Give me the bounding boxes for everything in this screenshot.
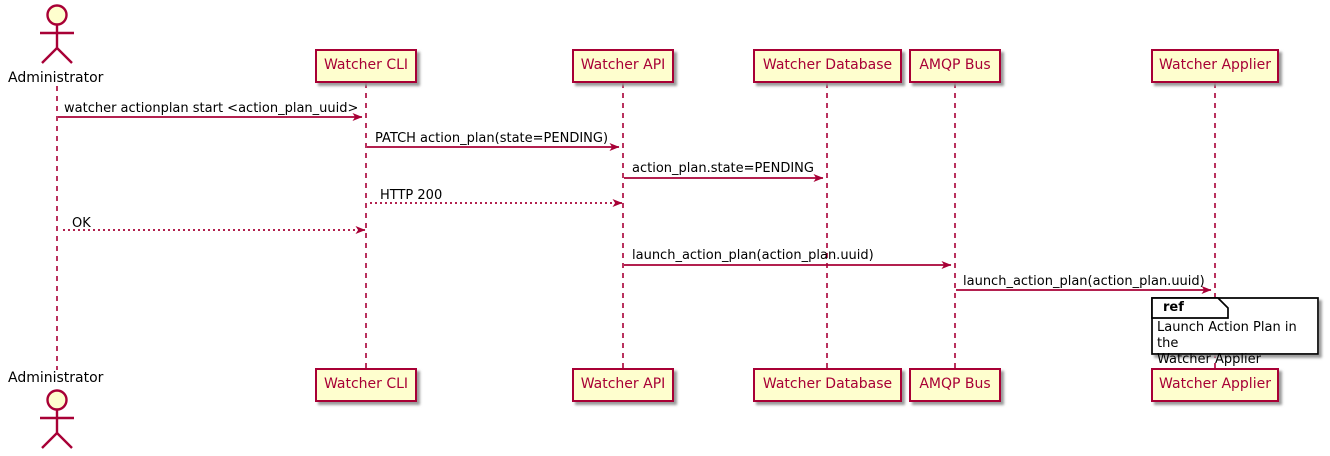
participant-label-watcher-api-top: Watcher API	[580, 57, 666, 73]
participant-box-watcher-cli-bottom[interactable]	[315, 368, 417, 402]
ref-keyword-label: ref	[1163, 300, 1184, 315]
actor-leg-right	[56, 432, 73, 449]
actor-leg-left	[41, 47, 58, 64]
participant-label-watcher-cli-bottom: Watcher CLI	[323, 376, 409, 392]
message-label-5: OK	[72, 216, 91, 231]
participant-box-watcher-cli-top[interactable]	[315, 49, 417, 83]
message-arrows	[58, 113, 1212, 294]
ref-fragment[interactable]	[1151, 297, 1319, 355]
message-label-1: watcher actionplan start <action_plan_uu…	[64, 101, 359, 116]
message-label-6: launch_action_plan(action_plan.uuid)	[632, 248, 874, 263]
participant-label-watcher-database-bottom: Watcher Database	[762, 376, 893, 392]
lifelines	[56, 83, 1216, 370]
participant-box-watcher-api-top[interactable]	[572, 49, 674, 83]
actor-administrator-bottom[interactable]	[40, 389, 74, 449]
participant-label-amqp-bus-top: AMQP Bus	[919, 57, 991, 73]
actor-label-administrator-bottom: Administrator	[8, 370, 104, 386]
actor-administrator-top[interactable]	[40, 4, 74, 64]
actor-leg-right	[56, 47, 73, 64]
participant-label-watcher-cli-top: Watcher CLI	[323, 57, 409, 73]
message-label-4: HTTP 200	[380, 188, 443, 203]
ref-keyword-tab	[1151, 297, 1229, 319]
participant-label-watcher-applier-bottom: Watcher Applier	[1159, 376, 1271, 392]
participant-box-amqp-bus-top[interactable]	[909, 49, 1001, 83]
message-label-7: launch_action_plan(action_plan.uuid)	[963, 274, 1205, 289]
ref-body-text: Launch Action Plan in the Watcher Applie…	[1157, 320, 1297, 367]
participant-label-watcher-api-bottom: Watcher API	[580, 376, 666, 392]
participant-box-amqp-bus-bottom[interactable]	[909, 368, 1001, 402]
message-label-2: PATCH action_plan(state=PENDING)	[375, 131, 609, 146]
participant-box-watcher-database-bottom[interactable]	[753, 368, 902, 402]
message-label-3: action_plan.state=PENDING	[632, 161, 814, 176]
participant-label-watcher-database-top: Watcher Database	[762, 57, 893, 73]
participant-box-watcher-api-bottom[interactable]	[572, 368, 674, 402]
actor-head-icon	[46, 389, 68, 411]
actor-label-administrator-top: Administrator	[8, 70, 104, 86]
actor-head-icon	[46, 4, 68, 26]
participant-box-watcher-database-top[interactable]	[753, 49, 902, 83]
participant-label-amqp-bus-bottom: AMQP Bus	[919, 376, 991, 392]
participant-box-watcher-applier-bottom[interactable]	[1151, 368, 1279, 402]
participant-label-watcher-applier-top: Watcher Applier	[1159, 57, 1271, 73]
participant-boxes-top	[315, 49, 1279, 83]
participant-box-watcher-applier-top[interactable]	[1151, 49, 1279, 83]
actor-leg-left	[41, 432, 58, 449]
participant-boxes-bottom	[315, 368, 1279, 402]
